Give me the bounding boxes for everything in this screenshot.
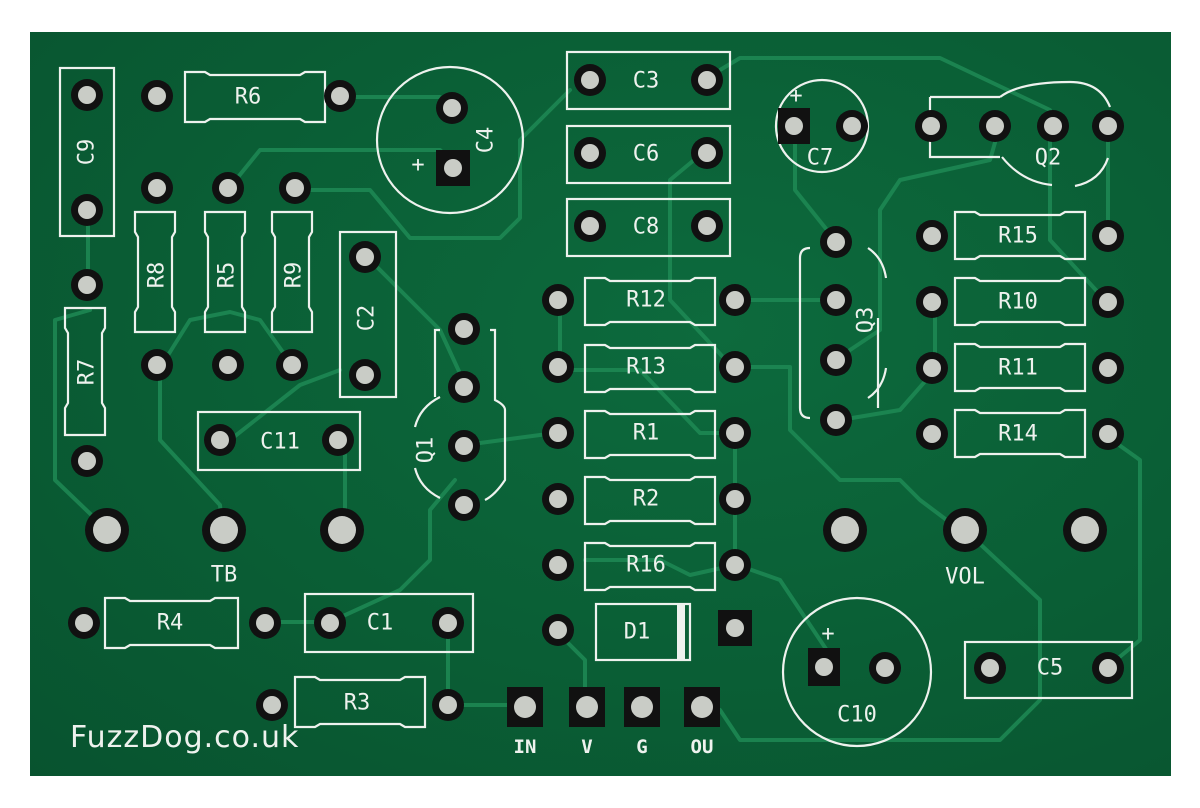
label-r12: R12: [626, 288, 666, 313]
through-hole-pads: [68, 64, 1124, 727]
label-q3: Q3: [854, 307, 879, 334]
label-r3: R3: [344, 691, 371, 716]
label-r13: R13: [626, 355, 666, 380]
label-c7: C7: [807, 146, 834, 171]
label-r15: R15: [998, 224, 1038, 249]
c7-plus: +: [789, 84, 802, 109]
silkscreen-outlines: [58, 50, 1134, 748]
label-r4: R4: [157, 611, 184, 636]
label-io-ou: OU: [691, 736, 714, 758]
label-r10: R10: [998, 290, 1038, 315]
silkscreen-labels: C9 R6 C4 + R8 R5 R9 C2 R7 C11 Q1 TB R4 C…: [70, 69, 1063, 759]
label-r11: R11: [998, 356, 1038, 381]
label-r16: R16: [626, 553, 666, 578]
brand-text: FuzzDog.co.uk: [70, 720, 299, 755]
label-tb: TB: [211, 563, 238, 588]
label-c6: C6: [633, 142, 660, 167]
label-io-in: IN: [514, 736, 537, 758]
label-c5: C5: [1037, 656, 1064, 681]
label-r5: R5: [215, 262, 240, 289]
label-r8: R8: [145, 262, 170, 289]
label-r7: R7: [75, 359, 100, 386]
label-q1: Q1: [414, 437, 439, 464]
copper-traces: [53, 56, 1142, 742]
label-vol: VOL: [945, 565, 985, 590]
label-c8: C8: [633, 215, 660, 240]
label-r9: R9: [282, 262, 307, 289]
label-c10: C10: [837, 703, 877, 728]
label-c1: C1: [367, 611, 394, 636]
pcb-artwork: C9 R6 C4 + R8 R5 R9 C2 R7 C11 Q1 TB R4 C…: [53, 50, 1142, 759]
label-d1: D1: [624, 620, 651, 645]
label-r14: R14: [998, 422, 1038, 447]
label-q2: Q2: [1035, 146, 1062, 171]
label-c3: C3: [633, 69, 660, 94]
label-r1: R1: [633, 421, 660, 446]
label-c4: C4: [474, 127, 499, 154]
c4-plus: +: [411, 153, 424, 178]
label-c2: C2: [355, 305, 380, 332]
label-c11: C11: [260, 430, 300, 455]
label-io-v: V: [581, 736, 592, 758]
pcb-board: C9 R6 C4 + R8 R5 R9 C2 R7 C11 Q1 TB R4 C…: [30, 32, 1171, 776]
label-r2: R2: [633, 487, 660, 512]
label-r6: R6: [235, 85, 262, 110]
label-io-g: G: [636, 736, 647, 758]
label-c9: C9: [75, 139, 100, 166]
c10-plus: +: [821, 622, 834, 647]
